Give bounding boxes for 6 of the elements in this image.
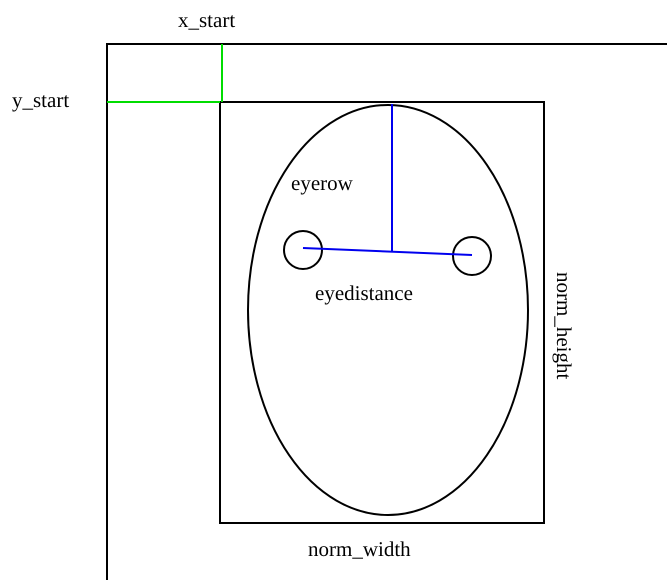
- dimension-label: norm_height: [553, 272, 574, 380]
- dimension-label: y_start: [12, 90, 70, 111]
- dimension-label: eyerow: [291, 173, 353, 194]
- dimension-label: eyedistance: [315, 283, 413, 304]
- dimension-label: norm_width: [308, 539, 411, 560]
- dimension-label: x_start: [178, 10, 236, 31]
